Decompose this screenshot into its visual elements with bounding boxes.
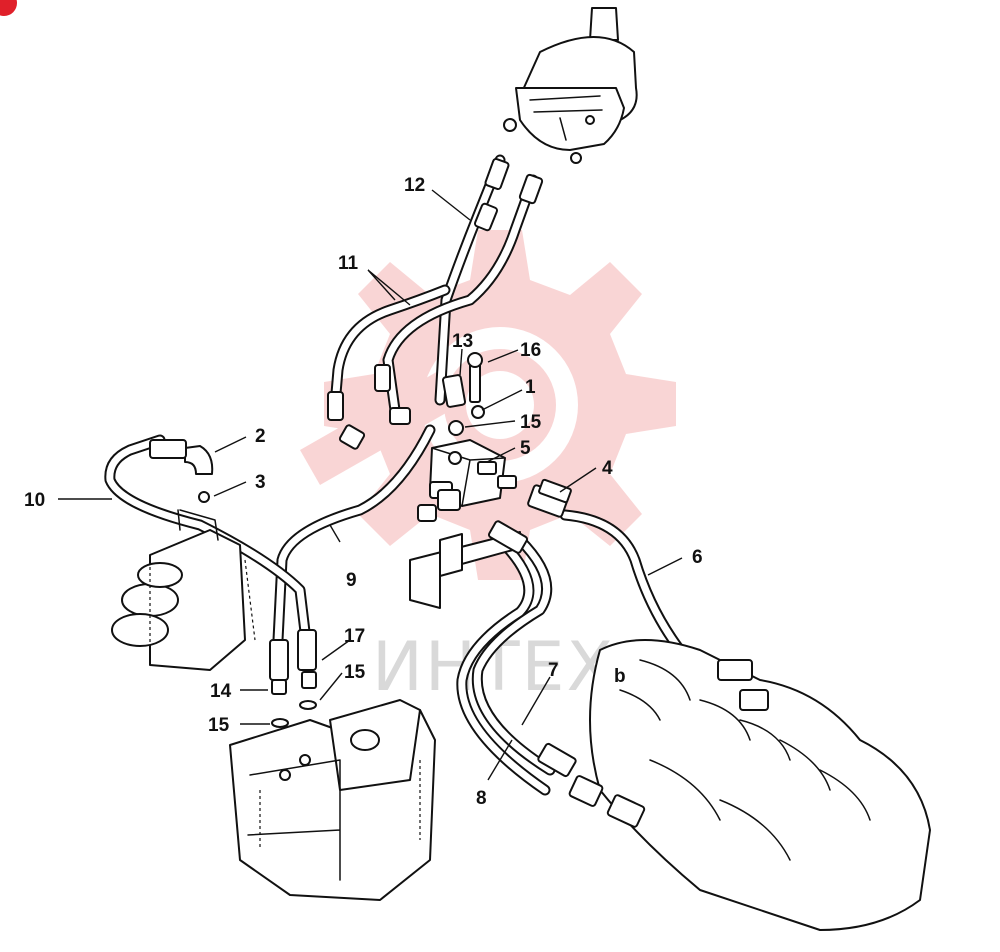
callout-15-top: 15 <box>520 412 542 433</box>
mounting-bracket <box>409 531 521 609</box>
hose-7-8 <box>456 534 556 796</box>
callout-3: 3 <box>255 472 266 493</box>
callout-15-left: 15 <box>208 715 230 736</box>
swing-motor <box>229 699 436 901</box>
hose-6 <box>559 509 726 686</box>
callout-8: 8 <box>476 788 487 809</box>
callout-15-right: 15 <box>344 662 366 683</box>
hose-9 <box>272 424 436 646</box>
leader-lines <box>58 189 683 781</box>
callout-4: 4 <box>602 458 613 479</box>
callout-2: 2 <box>255 426 266 447</box>
callout-16: 16 <box>520 340 541 361</box>
callout-labels: 1 2 3 4 5 6 7 8 9 10 11 12 13 14 15 15 1… <box>24 175 703 809</box>
callout-7: 7 <box>548 660 559 681</box>
lower-fittings <box>269 629 317 728</box>
callout-11: 11 <box>338 253 359 274</box>
valve-mark: b <box>614 666 626 687</box>
control-valve-left <box>111 509 256 671</box>
corner-badge <box>0 0 17 16</box>
callout-1: 1 <box>525 377 536 398</box>
callout-17: 17 <box>344 626 365 647</box>
hose-10 <box>104 434 312 646</box>
callout-9: 9 <box>346 570 357 591</box>
callout-13: 13 <box>452 331 473 352</box>
travel-motor <box>503 7 638 164</box>
callout-6: 6 <box>692 547 703 568</box>
callout-12: 12 <box>404 175 425 196</box>
callout-10: 10 <box>24 490 45 511</box>
elbow-fitting-2 <box>149 439 214 503</box>
main-control-valve: b <box>537 639 931 931</box>
side-fittings <box>488 478 572 554</box>
valve-fittings <box>417 352 485 522</box>
hose-fittings-top <box>327 157 544 450</box>
callout-14: 14 <box>210 681 232 702</box>
callout-5: 5 <box>520 438 531 459</box>
hose-11 <box>329 284 451 411</box>
